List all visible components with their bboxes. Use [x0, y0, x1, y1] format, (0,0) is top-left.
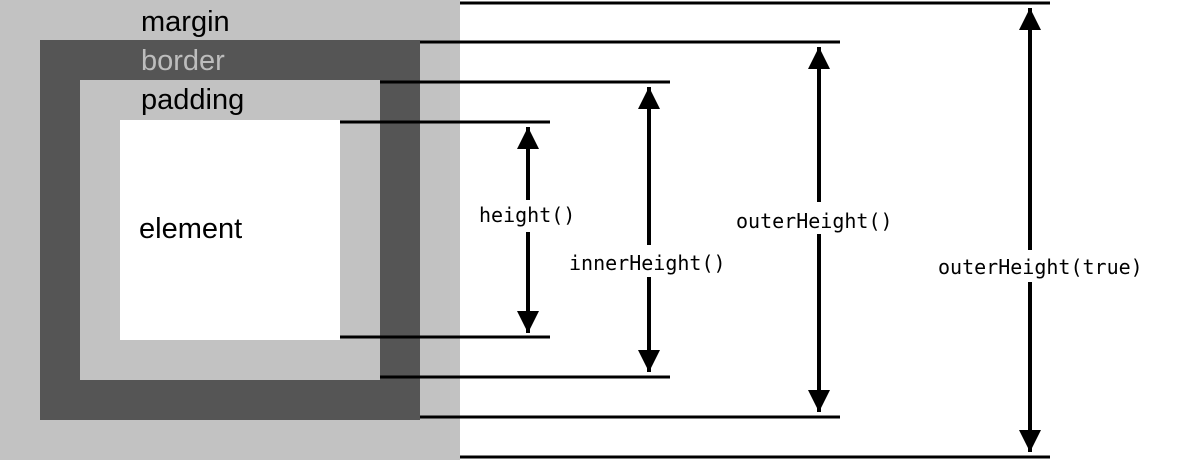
element-label: element [139, 213, 242, 245]
padding-label: padding [141, 84, 244, 116]
border-label: border [141, 45, 225, 77]
element-box [120, 120, 340, 340]
outer-height-label: outerHeight() [736, 209, 893, 233]
height-label: height() [479, 203, 575, 227]
margin-label: margin [141, 6, 230, 38]
outer-height-true-label: outerHeight(true) [938, 255, 1143, 279]
inner-height-label: innerHeight() [569, 251, 726, 275]
